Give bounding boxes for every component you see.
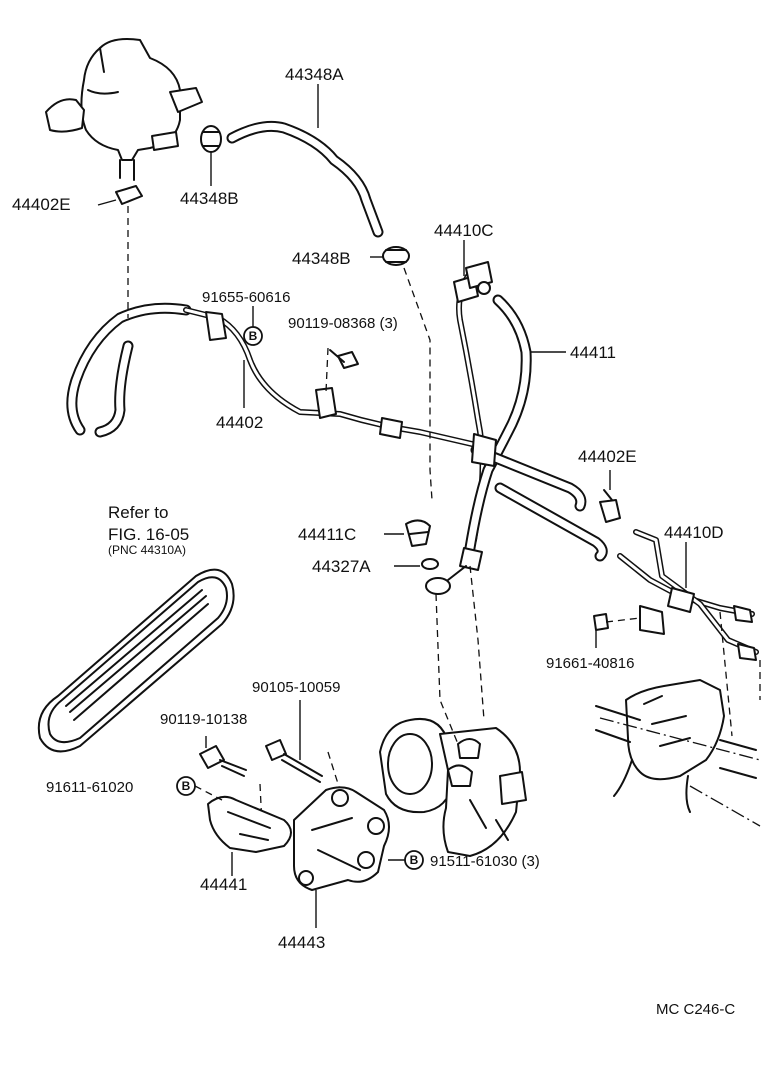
label-44348B-mid: 44348B [292, 249, 351, 268]
power-steering-pump [379, 718, 527, 857]
return-hose-44402 [66, 302, 475, 447]
refer-fig-text: FIG. 16-05 [108, 525, 189, 544]
diagram-code: MC C246-C [656, 1001, 735, 1018]
label-91655-60616: 91655-60616 [202, 289, 290, 306]
badge-b-91511-text: B [410, 853, 419, 867]
label-44411C: 44411C [298, 525, 356, 544]
label-44411: 44411 [570, 343, 616, 362]
badge-b-91611-text: B [182, 779, 191, 793]
bracket-91661-40816 [593, 605, 665, 648]
label-44348A: 44348A [285, 65, 344, 84]
reservoir-tank [45, 38, 203, 181]
refer-pnc-text: (PNC 44310A) [108, 543, 186, 557]
clamp-44348B-top [200, 125, 222, 186]
clamp-44348B-mid [370, 246, 410, 266]
pressure-tubes-44410D [617, 529, 759, 661]
refer-to-text: Refer to [108, 503, 168, 522]
label-90105-10059: 90105-10059 [252, 679, 340, 696]
bolt-90105-10059 [265, 700, 323, 783]
label-91611-61020: 91611-61020 [46, 779, 133, 796]
label-44327A: 44327A [312, 557, 371, 576]
union-fitting-44410C [465, 261, 493, 295]
bracket-44443 [293, 786, 390, 928]
label-44402E-right: 44402E [578, 447, 637, 466]
label-90119-10138: 90119-10138 [160, 711, 247, 728]
label-44441: 44441 [200, 875, 247, 894]
label-90119-08368: 90119-08368 (3) [288, 315, 398, 332]
gasket-44327A [394, 558, 439, 570]
badge-b-91611: B [176, 776, 223, 801]
clamp-44402E-top [97, 185, 143, 206]
badge-b-91655: B [243, 306, 263, 346]
label-44410D: 44410D [664, 523, 724, 542]
label-91511-61030: 91511-61030 (3) [430, 853, 540, 870]
clamp-44402E-right [599, 470, 621, 523]
badge-b-91511: B [388, 850, 424, 870]
label-44443: 44443 [278, 933, 325, 952]
return-tube-pair [470, 433, 608, 562]
badge-b-91655-text: B [249, 329, 258, 343]
v-belt [37, 568, 235, 753]
steering-gear [595, 679, 761, 827]
plug-44411C [384, 519, 431, 547]
hose-44348A [226, 84, 384, 238]
assembly-reference-lines [127, 206, 761, 827]
hose-end-fitting [425, 547, 483, 595]
bolt-90119-08368 [325, 347, 359, 393]
hose-44411 [464, 294, 566, 554]
bolt-90119-10138 [199, 736, 247, 777]
label-44410C: 44410C [434, 221, 494, 240]
label-44402E-top: 44402E [12, 195, 71, 214]
bracket-44441 [207, 795, 292, 876]
label-44348B-top: 44348B [180, 189, 239, 208]
label-91661-40816: 91661-40816 [546, 655, 634, 672]
label-44402: 44402 [216, 413, 263, 432]
